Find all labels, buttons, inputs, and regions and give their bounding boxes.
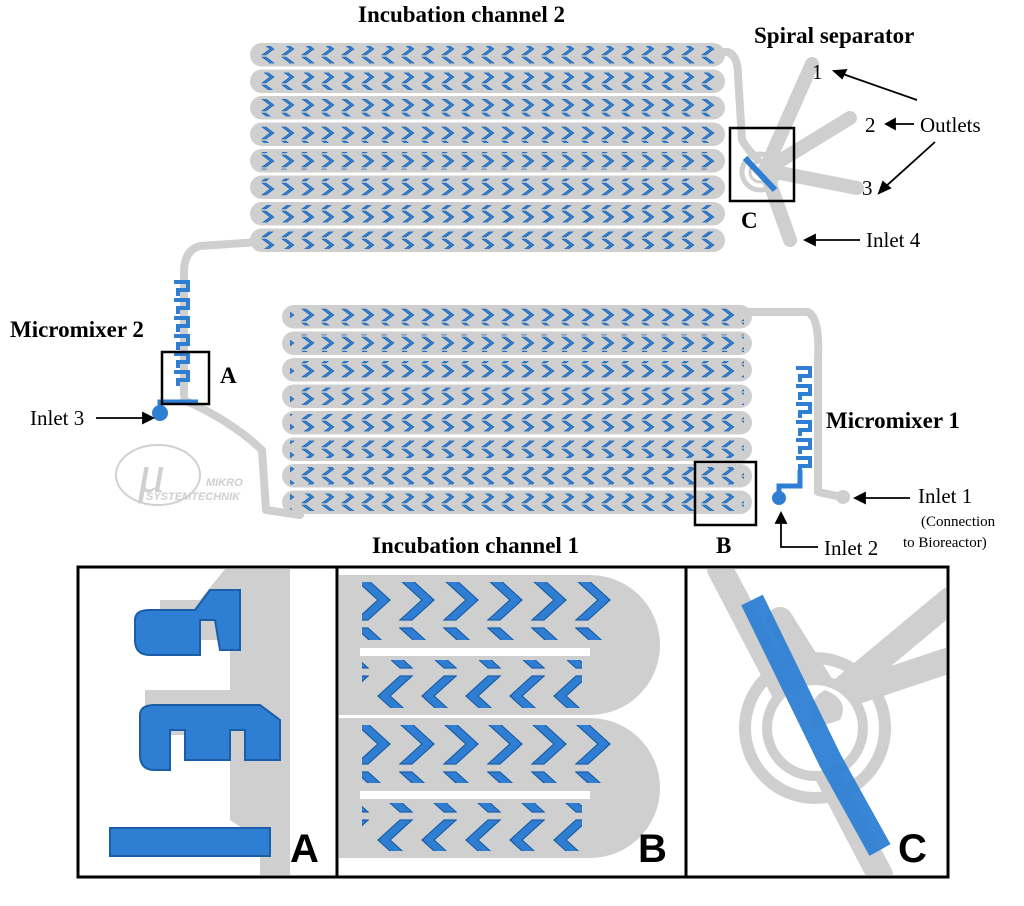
box-a-label: A [220,363,237,388]
outlet-3-label: 3 [862,176,873,200]
micromixer-segment [796,384,812,400]
incubation-channel-2-mixing-structure [258,205,717,223]
svg-text:MIKRO: MIKRO [206,477,243,489]
panel-a-micromixer-detail: A [109,569,319,875]
incubation-channel-1-mixing-structure [290,361,744,379]
box-c [728,126,796,203]
spiral-separator [739,57,864,247]
incubation-channel-2 [250,43,725,252]
svg-text:SYSTEMTECHNIK: SYSTEMTECHNIK [146,491,241,503]
inlet-3-channel [157,399,198,413]
incubation-channel-2-mixing-structure [258,152,717,170]
micromixer-segment [796,402,812,418]
micromixer-segment [174,334,190,350]
incubation-channel-1-mixing-structure [290,387,744,405]
box-b [693,460,758,527]
micromixer-1 [796,366,812,472]
panel-b-incubation-detail: B [339,575,667,871]
micromixer-2 [174,280,190,386]
inlet-3-label: Inlet 3 [30,406,84,430]
panel-a-letter: A [290,827,319,871]
outlet-2-label: 2 [865,113,876,137]
inlet-2-channel [776,470,803,498]
mikrosystemtechnik-logo: μ MIKRO SYSTEMTECHNIK [115,444,243,506]
incubation-channel-1-label: Incubation channel 1 [372,533,579,558]
micromixer-segment [796,456,812,472]
incubation-channel-1-mixing-structure [290,334,744,352]
inlet-1-port [836,490,850,504]
micromixer-segment [796,420,812,436]
incubation-channel-1-mixing-structure [290,493,744,511]
micromixer-1-label: Micromixer 1 [826,408,960,433]
micromixer-segment [174,280,190,296]
inlet-4-label: Inlet 4 [866,228,921,252]
incubation-channel-2-mixing-structure [258,231,717,249]
incubation-channel-2-mixing-structure [258,99,717,117]
incubation-channel-2-label: Incubation channel 2 [358,2,565,27]
inlet-1-label: Inlet 1 [918,484,972,508]
incubation-channel-2-mixing-structure [258,72,717,90]
inlet-1-note-line2: to Bioreactor) [903,535,987,551]
incubation-channel-1-mixing-structure [290,467,744,485]
inlet-1-note-line1: (Connection [921,514,996,530]
box-c-label: C [741,208,758,233]
micromixer-segment [174,352,190,368]
panel-c-letter: C [898,827,927,871]
micromixer-segment [796,438,812,454]
micromixer-segment [796,366,812,382]
micromixer-segment [174,370,190,386]
outlet-1-label: 1 [812,60,823,84]
zoom-panels: A B [76,565,950,879]
incubation-channel-2-mixing-structure [258,125,717,143]
incubation-channel-1 [282,305,752,514]
incubation-channel-1-mixing-structure [290,308,744,326]
outlets-label: Outlets [920,113,981,137]
annotation-arrows [96,68,936,548]
incubation-channel-2-mixing-structure [258,46,717,64]
svg-text:μ: μ [137,444,165,504]
incubation-channel-2-mixing-structure [258,178,717,196]
micromixer-segment [174,316,190,332]
incubation-channel-1-mixing-structure [290,414,744,432]
box-b-label: B [716,533,731,558]
spiral-separator-label: Spiral separator [754,23,914,48]
box-a [160,350,211,406]
micromixer-2-label: Micromixer 2 [10,317,144,342]
micromixer-segment [174,298,190,314]
panel-c-spiral-detail: C [707,569,946,875]
inlet-2-label: Inlet 2 [824,536,878,560]
incubation-channel-1-mixing-structure [290,440,744,458]
panel-b-letter: B [638,827,667,871]
